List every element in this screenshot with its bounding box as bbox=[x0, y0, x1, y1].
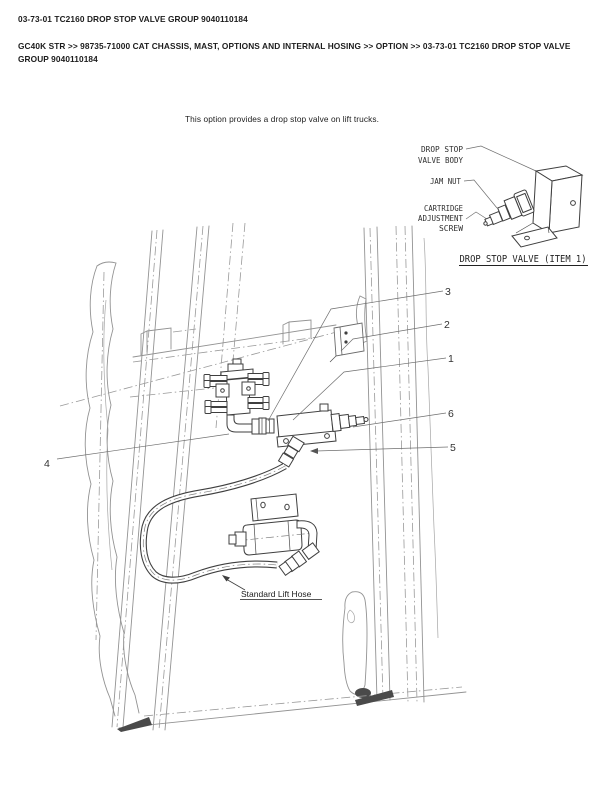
cartridge-screw bbox=[330, 413, 369, 432]
elbow-fitting bbox=[226, 414, 253, 433]
lift-hose bbox=[139, 462, 287, 584]
inset-label-cartridge-1: CARTRIDGE bbox=[424, 204, 463, 213]
inset-valve-diagram: DROP STOP VALVE BODY JAM NUT CARTRIDGE A… bbox=[418, 145, 588, 266]
callout-6: 6 bbox=[448, 408, 454, 420]
callout-5: 5 bbox=[450, 442, 456, 454]
doc-title: 03-73-01 TC2160 DROP STOP VALVE GROUP 90… bbox=[18, 14, 248, 24]
valve-assembly-group bbox=[203, 358, 369, 468]
callout-3: 3 bbox=[445, 286, 451, 298]
mast-structure bbox=[59, 222, 467, 732]
callouts: 3 2 1 6 5 4 bbox=[44, 286, 456, 470]
inset-cartridge bbox=[483, 189, 535, 227]
inset-label-cartridge-3: SCREW bbox=[439, 224, 463, 233]
hose-label: Standard Lift Hose bbox=[241, 589, 312, 599]
inset-caption: DROP STOP VALVE (ITEM 1) bbox=[460, 254, 587, 265]
callout-2: 2 bbox=[444, 319, 450, 331]
manifold-ports-left bbox=[203, 374, 228, 414]
inset-label-valve-body-1: DROP STOP bbox=[421, 145, 463, 154]
manifold-ports-right bbox=[247, 372, 270, 410]
inset-label-cartridge-2: ADJUSTMENT bbox=[418, 214, 463, 223]
intro-text: This option provides a drop stop valve o… bbox=[185, 114, 380, 124]
inset-label-jam-nut: JAM NUT bbox=[430, 177, 461, 186]
bottom-check-valve bbox=[228, 493, 320, 576]
hose-label-group: Standard Lift Hose bbox=[222, 575, 322, 600]
elbow-below-valve bbox=[277, 435, 305, 468]
callout-1: 1 bbox=[448, 353, 454, 365]
inset-label-valve-body-2: VALVE BODY bbox=[418, 156, 463, 165]
callout-4: 4 bbox=[44, 458, 50, 470]
mounting-bracket bbox=[333, 322, 365, 357]
breadcrumb: GC40K STR >> 98735-71000 CAT CHASSIS, MA… bbox=[18, 41, 571, 64]
